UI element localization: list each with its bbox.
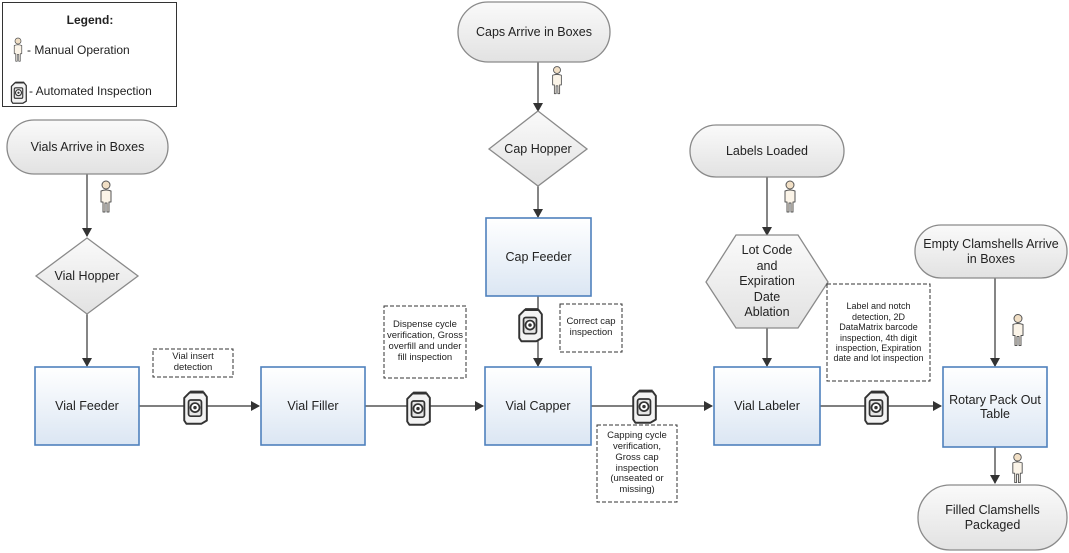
vial-labeler-label: Vial Labeler	[734, 398, 800, 413]
capping-note-box	[596, 424, 678, 503]
lot-code-node	[705, 234, 829, 329]
labels-loaded-node	[689, 124, 845, 178]
camera-icon	[518, 307, 543, 343]
annotation-boxes	[152, 283, 931, 503]
empty-clamshells-label: Empty Clamshells Arrive in Boxes	[923, 237, 1059, 266]
legend	[2, 2, 177, 107]
legend-auto-label: - Automated Inspection	[29, 84, 152, 99]
empty-clamshells-node	[914, 224, 1068, 279]
caps-arrive-label: Caps Arrive in Boxes	[475, 24, 593, 39]
camera-icon	[632, 389, 657, 424]
person-icon	[1012, 453, 1023, 484]
camera-icon	[183, 390, 208, 425]
camera-icon	[10, 81, 27, 104]
vial-filler-box	[260, 366, 366, 446]
legend-title: Legend:	[66, 13, 114, 28]
vial-insert-note: Vial insert detection	[172, 351, 214, 373]
correct-cap-note-box	[559, 303, 623, 353]
vial-feeder-box	[34, 366, 140, 446]
caps-arrive-node	[457, 1, 611, 63]
camera-icon	[864, 390, 889, 425]
person-icon	[100, 180, 112, 213]
dispense-note: Dispense cycle verification, Gross overf…	[386, 319, 464, 363]
vials-arrive-node	[6, 119, 169, 175]
rotary-pack-label: Rotary Pack Out Table	[949, 392, 1041, 421]
person-icon	[552, 66, 562, 95]
label-notch-note-box	[826, 283, 931, 382]
filled-clamshells-node	[917, 484, 1068, 551]
process-boxes	[34, 217, 1048, 448]
legend-manual-label: - Manual Operation	[27, 43, 130, 58]
vial-filler-label: Vial Filler	[287, 398, 339, 413]
cap-feeder-label: Cap Feeder	[505, 249, 572, 264]
vial-capper-box	[484, 366, 592, 446]
vial-feeder-label: Vial Feeder	[55, 398, 119, 413]
cap-hopper-node	[487, 110, 589, 187]
vial-hopper-label: Vial Hopper	[54, 268, 120, 283]
shape-nodes	[34, 110, 829, 329]
vial-labeler-box	[713, 366, 821, 446]
labels-loaded-label: Labels Loaded	[725, 143, 809, 158]
filled-clamshells-label: Filled Clamshells Packaged	[945, 503, 1040, 532]
label-notch-note: Label and notch detection, 2D DataMatrix…	[833, 301, 924, 364]
vial-hopper-node	[34, 237, 140, 315]
person-icon	[1012, 313, 1024, 347]
rotary-pack-box	[942, 366, 1048, 448]
correct-cap-note: Correct cap inspection	[566, 316, 616, 338]
person-icon	[784, 180, 796, 213]
cap-feeder-box	[485, 217, 592, 297]
legend-box	[2, 2, 177, 107]
cap-hopper-label: Cap Hopper	[504, 141, 572, 156]
vials-arrive-label: Vials Arrive in Boxes	[30, 139, 145, 154]
capping-note: Capping cycle verification, Gross cap in…	[607, 429, 667, 496]
camera-icon	[406, 391, 431, 426]
lot-code-label: Lot Code and Expiration Date Ablation	[739, 242, 795, 320]
dispense-note-box	[383, 305, 467, 379]
terminal-nodes	[6, 1, 1068, 551]
vial-capper-label: Vial Capper	[505, 398, 571, 413]
vial-insert-note-box	[152, 348, 234, 378]
